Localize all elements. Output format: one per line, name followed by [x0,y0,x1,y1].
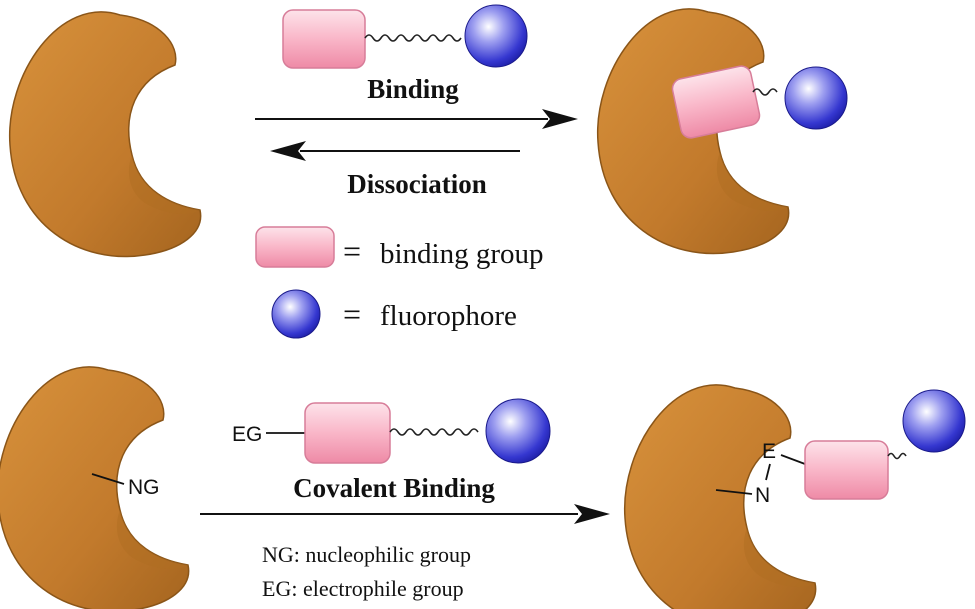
fluorophore-shape [784,66,848,130]
legend-fluorophore-label: fluorophore [380,300,517,332]
binding-group-shape [804,440,889,500]
binding-group-shape [671,65,761,139]
binding-group-shape [282,9,366,69]
binding-group-shape [304,402,391,464]
legend-equals-2: = [343,296,361,332]
linker-squiggle [389,428,479,436]
eg-prefix-label: EG [232,423,262,446]
n-e-bond [765,463,771,481]
e-group-bond [780,454,806,465]
product-n-atom: N [755,484,770,507]
legend-binding-group-label: binding group [380,238,544,270]
covalent-arrow-head [574,504,610,524]
n-bond-to-protein [715,489,753,495]
legend-fluorophore-swatch [271,289,321,339]
bound-probe-bottom [804,389,966,500]
fluorophore-shape [902,389,966,453]
eg-note: EG: electrophile group [262,576,464,601]
protein-bottom-left [0,366,190,609]
protein-bottom-right [623,384,817,609]
ng-bond [91,473,125,485]
covalent-binding-label: Covalent Binding [293,473,495,503]
ng-note: NG: nucleophilic group [262,542,471,567]
fluorophore-shape [464,4,528,68]
protein-top-left [8,11,202,258]
ng-site-label: NG [128,476,160,499]
bound-probe-top [671,65,848,139]
dissociation-label: Dissociation [347,169,487,199]
probe-reagent-bottom: EG [232,398,551,464]
fluorophore-shape [485,398,551,464]
binding-label: Binding [367,74,459,104]
linker-squiggle [887,452,907,460]
probe-reagent-top [282,4,528,69]
linker-squiggle [752,88,778,96]
legend: = binding group = fluorophore [255,226,544,339]
legend-equals-1: = [343,233,361,269]
linker-squiggle [364,34,462,42]
product-e-atom: E [762,440,776,463]
legend-binding-group-swatch [255,226,335,268]
